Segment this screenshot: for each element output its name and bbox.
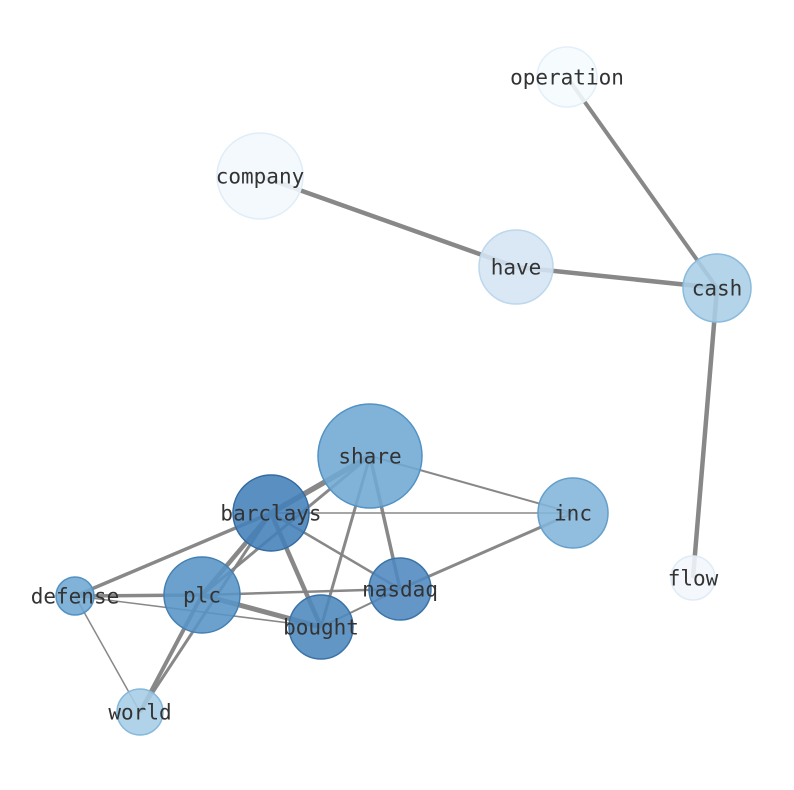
node-barclays-label: barclays	[220, 501, 321, 525]
node-world-circle	[116, 688, 164, 736]
node-plc-circle	[163, 556, 241, 634]
node-flow-label: flow	[668, 566, 719, 590]
node-company-circle	[216, 132, 304, 220]
node-inc-label: inc	[554, 501, 592, 525]
node-operation-label: operation	[510, 65, 624, 89]
node-defense-label: defense	[31, 584, 120, 608]
node-plc-label: plc	[183, 583, 221, 607]
node-cash-circle	[682, 253, 752, 323]
node-defense-circle	[55, 576, 95, 616]
node-share-circle	[317, 403, 423, 509]
node-bought-circle	[288, 594, 354, 660]
edge-cash-flow	[690, 287, 720, 579]
node-flow-circle	[670, 555, 716, 601]
edge-operation-cash	[565, 75, 719, 290]
node-world-label: world	[108, 700, 171, 724]
node-nasdaq-label: nasdaq	[362, 577, 438, 601]
node-company-label: company	[216, 164, 305, 188]
node-bought-label: bought	[283, 615, 359, 639]
node-share-label: share	[338, 444, 401, 468]
node-layer	[55, 46, 752, 736]
node-inc-circle	[537, 477, 609, 549]
node-have-label: have	[491, 255, 542, 279]
node-have-circle	[478, 229, 554, 305]
label-layer: operation company have cash flow share barclay…	[31, 65, 743, 724]
node-cash-label: cash	[692, 276, 743, 300]
node-barclays-circle	[232, 474, 310, 552]
edge-company-have	[259, 173, 517, 270]
node-operation-circle	[536, 46, 598, 108]
node-nasdaq-circle	[368, 557, 432, 621]
